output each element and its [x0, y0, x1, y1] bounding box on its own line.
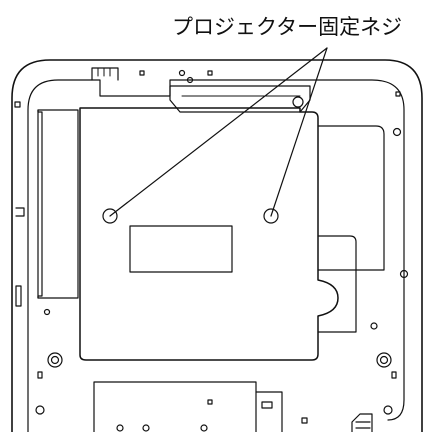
bottom-right-boss-outer	[376, 352, 392, 368]
top-small-square-2	[207, 70, 213, 76]
right-side-square	[395, 91, 401, 97]
bottom-left-corner-hole	[35, 405, 45, 415]
top-connector-block	[91, 67, 119, 81]
top-right-bracket-screw	[292, 96, 304, 108]
connector-square-3	[301, 417, 308, 424]
bottom-right-corner-hole	[383, 405, 393, 415]
callout-line-left	[109, 47, 328, 217]
connector-port-1	[116, 424, 124, 432]
left-side-tab	[15, 207, 25, 217]
left-side-panel	[37, 109, 79, 299]
connector-port-3	[200, 424, 208, 432]
bottom-left-boss-inner	[50, 355, 60, 365]
bottom-right-boss-inner	[379, 355, 389, 365]
callout-line-right	[270, 47, 328, 217]
bottom-right-clip	[351, 413, 373, 433]
mount-screw-left	[102, 208, 118, 224]
right-side-hole	[370, 322, 378, 330]
main-cover-plate	[79, 107, 339, 361]
right-lower-panel	[317, 235, 357, 333]
right-side-screw-upper	[392, 127, 402, 137]
cover-label-plate	[129, 225, 233, 273]
left-bottom-tab	[15, 285, 22, 307]
left-side-square	[14, 101, 21, 108]
inner-frame-outline	[27, 79, 405, 433]
top-small-hole-1	[178, 69, 186, 77]
connector-square-1	[207, 399, 213, 405]
bottom-connector-panel	[93, 381, 257, 433]
right-upper-panel	[317, 125, 385, 271]
bottom-right-small-rect	[391, 371, 397, 379]
connector-square-2	[261, 401, 273, 409]
top-small-hole-2	[186, 76, 194, 84]
left-bottom-hole	[43, 308, 51, 316]
connector-port-2	[142, 424, 150, 432]
mount-screw-right	[263, 208, 279, 224]
outer-housing-outline	[11, 59, 423, 433]
bottom-connector-panel-side	[255, 391, 283, 433]
top-connector-detail	[97, 67, 111, 77]
top-small-square-1	[139, 70, 145, 76]
bottom-left-small-rect	[37, 371, 43, 379]
bottom-left-boss-outer	[47, 352, 63, 368]
right-side-screw-lower	[399, 269, 409, 279]
callout-label-mount-screws: プロジェクター固定ネジ	[172, 15, 403, 39]
